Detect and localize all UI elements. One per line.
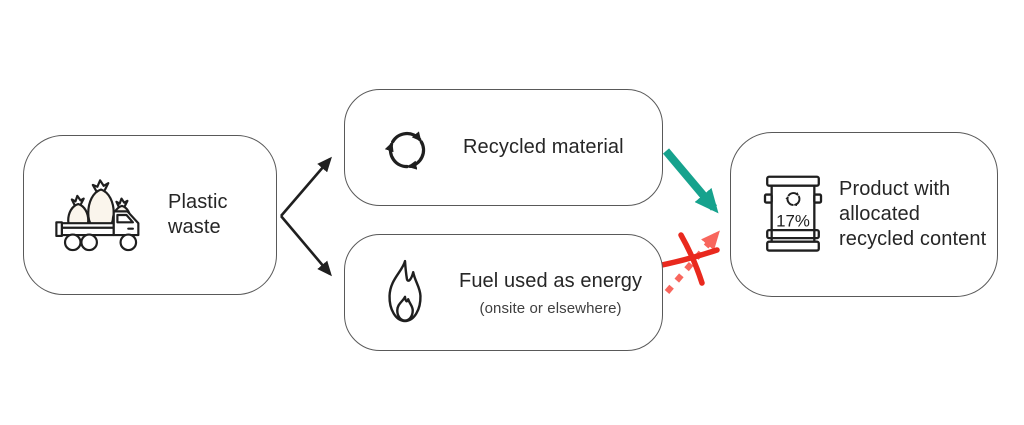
edge-fuel-to-product-blocked (664, 230, 720, 294)
flame-icon (388, 259, 422, 322)
garbage-truck-icon (55, 179, 140, 252)
recycled-share-value: 17% (776, 211, 810, 230)
recycle-icon (384, 130, 426, 170)
node-plastic-waste: Plastic waste (23, 135, 277, 295)
fuel-text-block: Fuel used as energy (onsite or elsewhere… (459, 269, 642, 317)
drum-recycle-glyph (785, 191, 801, 206)
edge-waste-to-recycled (280, 156, 332, 217)
node-product: 17% Product with allocated recycled cont… (730, 132, 998, 297)
truck-body (55, 210, 140, 252)
node-sublabel-fuel-energy: (onsite or elsewhere) (479, 299, 622, 317)
node-label-product: Product with allocated recycled content (839, 178, 987, 250)
oil-drum-icon: 17% (763, 175, 823, 252)
node-label-plastic-waste: Plastic waste (168, 191, 228, 238)
edge-waste-to-fuel (280, 215, 332, 277)
node-label-fuel-energy: Fuel used as energy (459, 269, 643, 292)
node-recycled-material: Recycled material (344, 89, 663, 206)
cross-stroke-1 (678, 232, 705, 286)
edge-recycled-to-product (662, 148, 719, 214)
node-label-recycled-material: Recycled material (463, 136, 624, 158)
node-fuel-energy: Fuel used as energy (onsite or elsewhere… (344, 234, 663, 351)
